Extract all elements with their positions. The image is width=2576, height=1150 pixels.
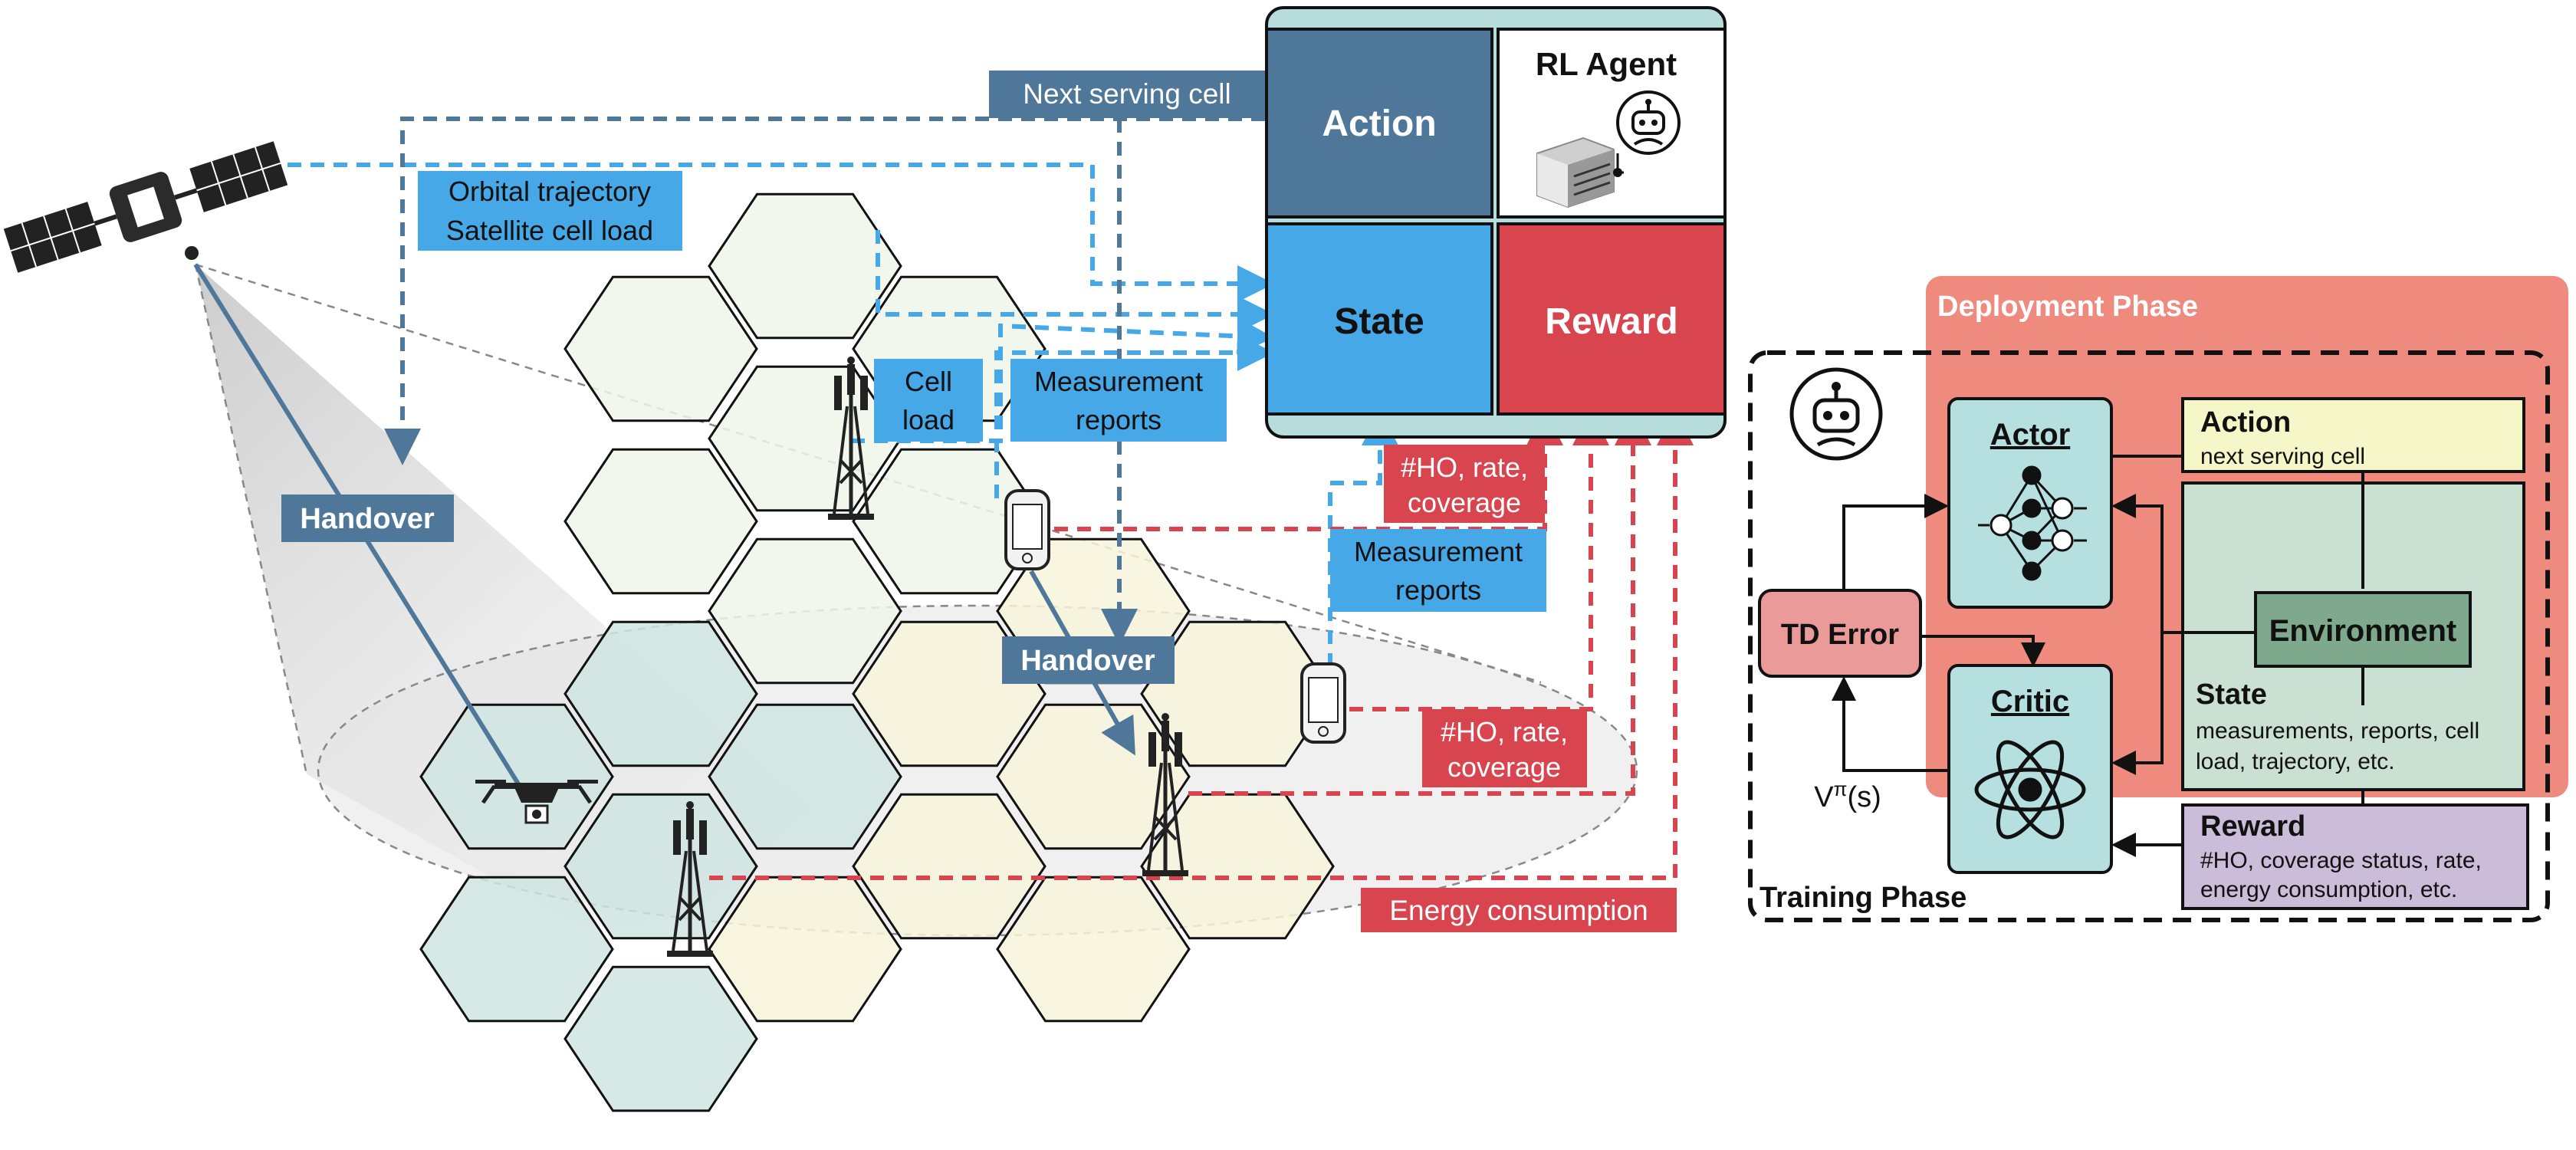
rl-agent-panel: Action RL Agent State Reward [1265,6,1727,439]
hex-cell [708,192,902,340]
measurement-reports-label-upper: Measurement reports [1010,359,1227,442]
hex-cell [996,876,1191,1023]
hex-cell [708,537,902,685]
hex-cell [708,365,902,512]
svg-text:coverage: coverage [1447,751,1561,783]
handover-label-ground: Handover [1002,636,1175,684]
robot-icon [1616,90,1681,155]
satellite-cell-load-flow [876,230,1274,333]
svg-text:coverage: coverage [1408,487,1521,518]
next-serving-cell-label: Next serving cell [989,71,1265,118]
training-phase-label: Training Phase [1760,882,1967,914]
state-title: State [2196,678,2267,711]
orbital-trajectory-flow [288,163,1274,302]
beam-edge-left [194,264,308,775]
svg-text:#HO, rate,: #HO, rate, [1401,452,1528,483]
hex-cell [852,793,1046,940]
cell-tower-icon [667,801,713,957]
svg-text:Orbital trajectory: Orbital trajectory [449,176,651,207]
next-serving-cell-flow [384,117,1265,465]
phone-icon [1300,662,1346,744]
svg-text:Handover: Handover [300,503,434,535]
svg-text:#HO, coverage status, rate,: #HO, coverage status, rate, [2200,848,2482,873]
rl-agent-title: RL Agent [1536,46,1677,82]
hex-cell [1140,620,1335,767]
hex-cell [419,876,614,1023]
svg-text:Environment: Environment [2269,614,2456,648]
cell-tower-icon [828,356,874,520]
svg-text:Measurement: Measurement [1354,536,1523,567]
orbital-trajectory-label: Orbital trajectory Satellite cell load [418,171,682,251]
hex-cell [564,448,758,595]
svg-text:Next serving cell: Next serving cell [1023,78,1230,110]
reward-block-label: Reward [1545,301,1677,342]
hex-cell [564,275,758,422]
hex-cell [419,703,614,850]
satellite-icon [3,141,288,273]
hex-cell [564,620,758,767]
hex-cell [708,703,902,850]
ho-rate-coverage-label-upper: #HO, rate, coverage [1384,445,1545,523]
state-desc-2: load, trajectory, etc. [2196,749,2395,774]
svg-text:Actor: Actor [1990,418,2070,452]
actor-box: Actor [1947,397,2113,609]
cell-load-label: Cell load [874,359,983,442]
reward-flow-tower-mid [1188,409,1651,796]
svg-text:energy consumption, etc.: energy consumption, etc. [2200,877,2457,902]
drone-icon [475,780,598,824]
training-phase-frame [1748,350,2550,922]
handover-label-satellite: Handover [281,495,454,542]
svg-text:Handover: Handover [1020,645,1155,677]
svg-text:reports: reports [1395,574,1481,606]
hex-cell [852,620,1046,767]
neural-network-icon [1978,465,2087,581]
architecture-arrows [1832,455,2364,857]
svg-text:Critic: Critic [1991,685,2069,718]
atom-icon [1974,740,2086,840]
server-icon [1536,136,1615,209]
svg-text:reports: reports [1076,404,1162,435]
v-pi-label: Vπ(s) [1814,777,1881,813]
ho-rate-coverage-label-lower: #HO, rate, coverage [1422,709,1587,787]
hex-cell [996,703,1191,850]
svg-text:Reward: Reward [2200,810,2305,843]
svg-text:load: load [902,404,955,435]
td-error-box: TD Error [1758,589,1922,678]
measurement-reports-flow-upper [994,334,1274,498]
hex-cell [564,793,758,940]
svg-text:#HO, rate,: #HO, rate, [1441,716,1568,748]
state-desc-1: measurements, reports, cell [2196,718,2479,744]
environment-box: Environment [2254,591,2472,668]
svg-text:Cell: Cell [905,366,952,397]
action-box: Action next serving cell [2181,397,2525,473]
svg-text:Measurement: Measurement [1034,366,1203,397]
cell-tower-icon [1142,713,1188,876]
svg-text:next serving cell: next serving cell [2200,444,2365,469]
energy-consumption-label: Energy consumption [1361,888,1677,932]
svg-text:Deployment Phase: Deployment Phase [1937,291,2198,323]
reward-flow-energy [709,409,1694,880]
hex-grid [419,192,1335,1112]
state-block-label: State [1334,301,1424,342]
measurement-reports-label-lower: Measurement reports [1330,529,1546,612]
action-block-label: Action [1322,104,1436,144]
critic-box: Critic [1947,664,2113,874]
svg-text:Action: Action [2200,406,2291,439]
svg-text:Satellite cell load: Satellite cell load [446,215,653,246]
robot-icon [1789,367,1883,461]
reward-box: Reward #HO, coverage status, rate, energ… [2181,803,2529,910]
svg-text:Energy consumption: Energy consumption [1389,895,1648,926]
hex-cell [564,965,758,1112]
svg-text:TD Error: TD Error [1781,619,1899,651]
phone-icon [1004,489,1050,570]
